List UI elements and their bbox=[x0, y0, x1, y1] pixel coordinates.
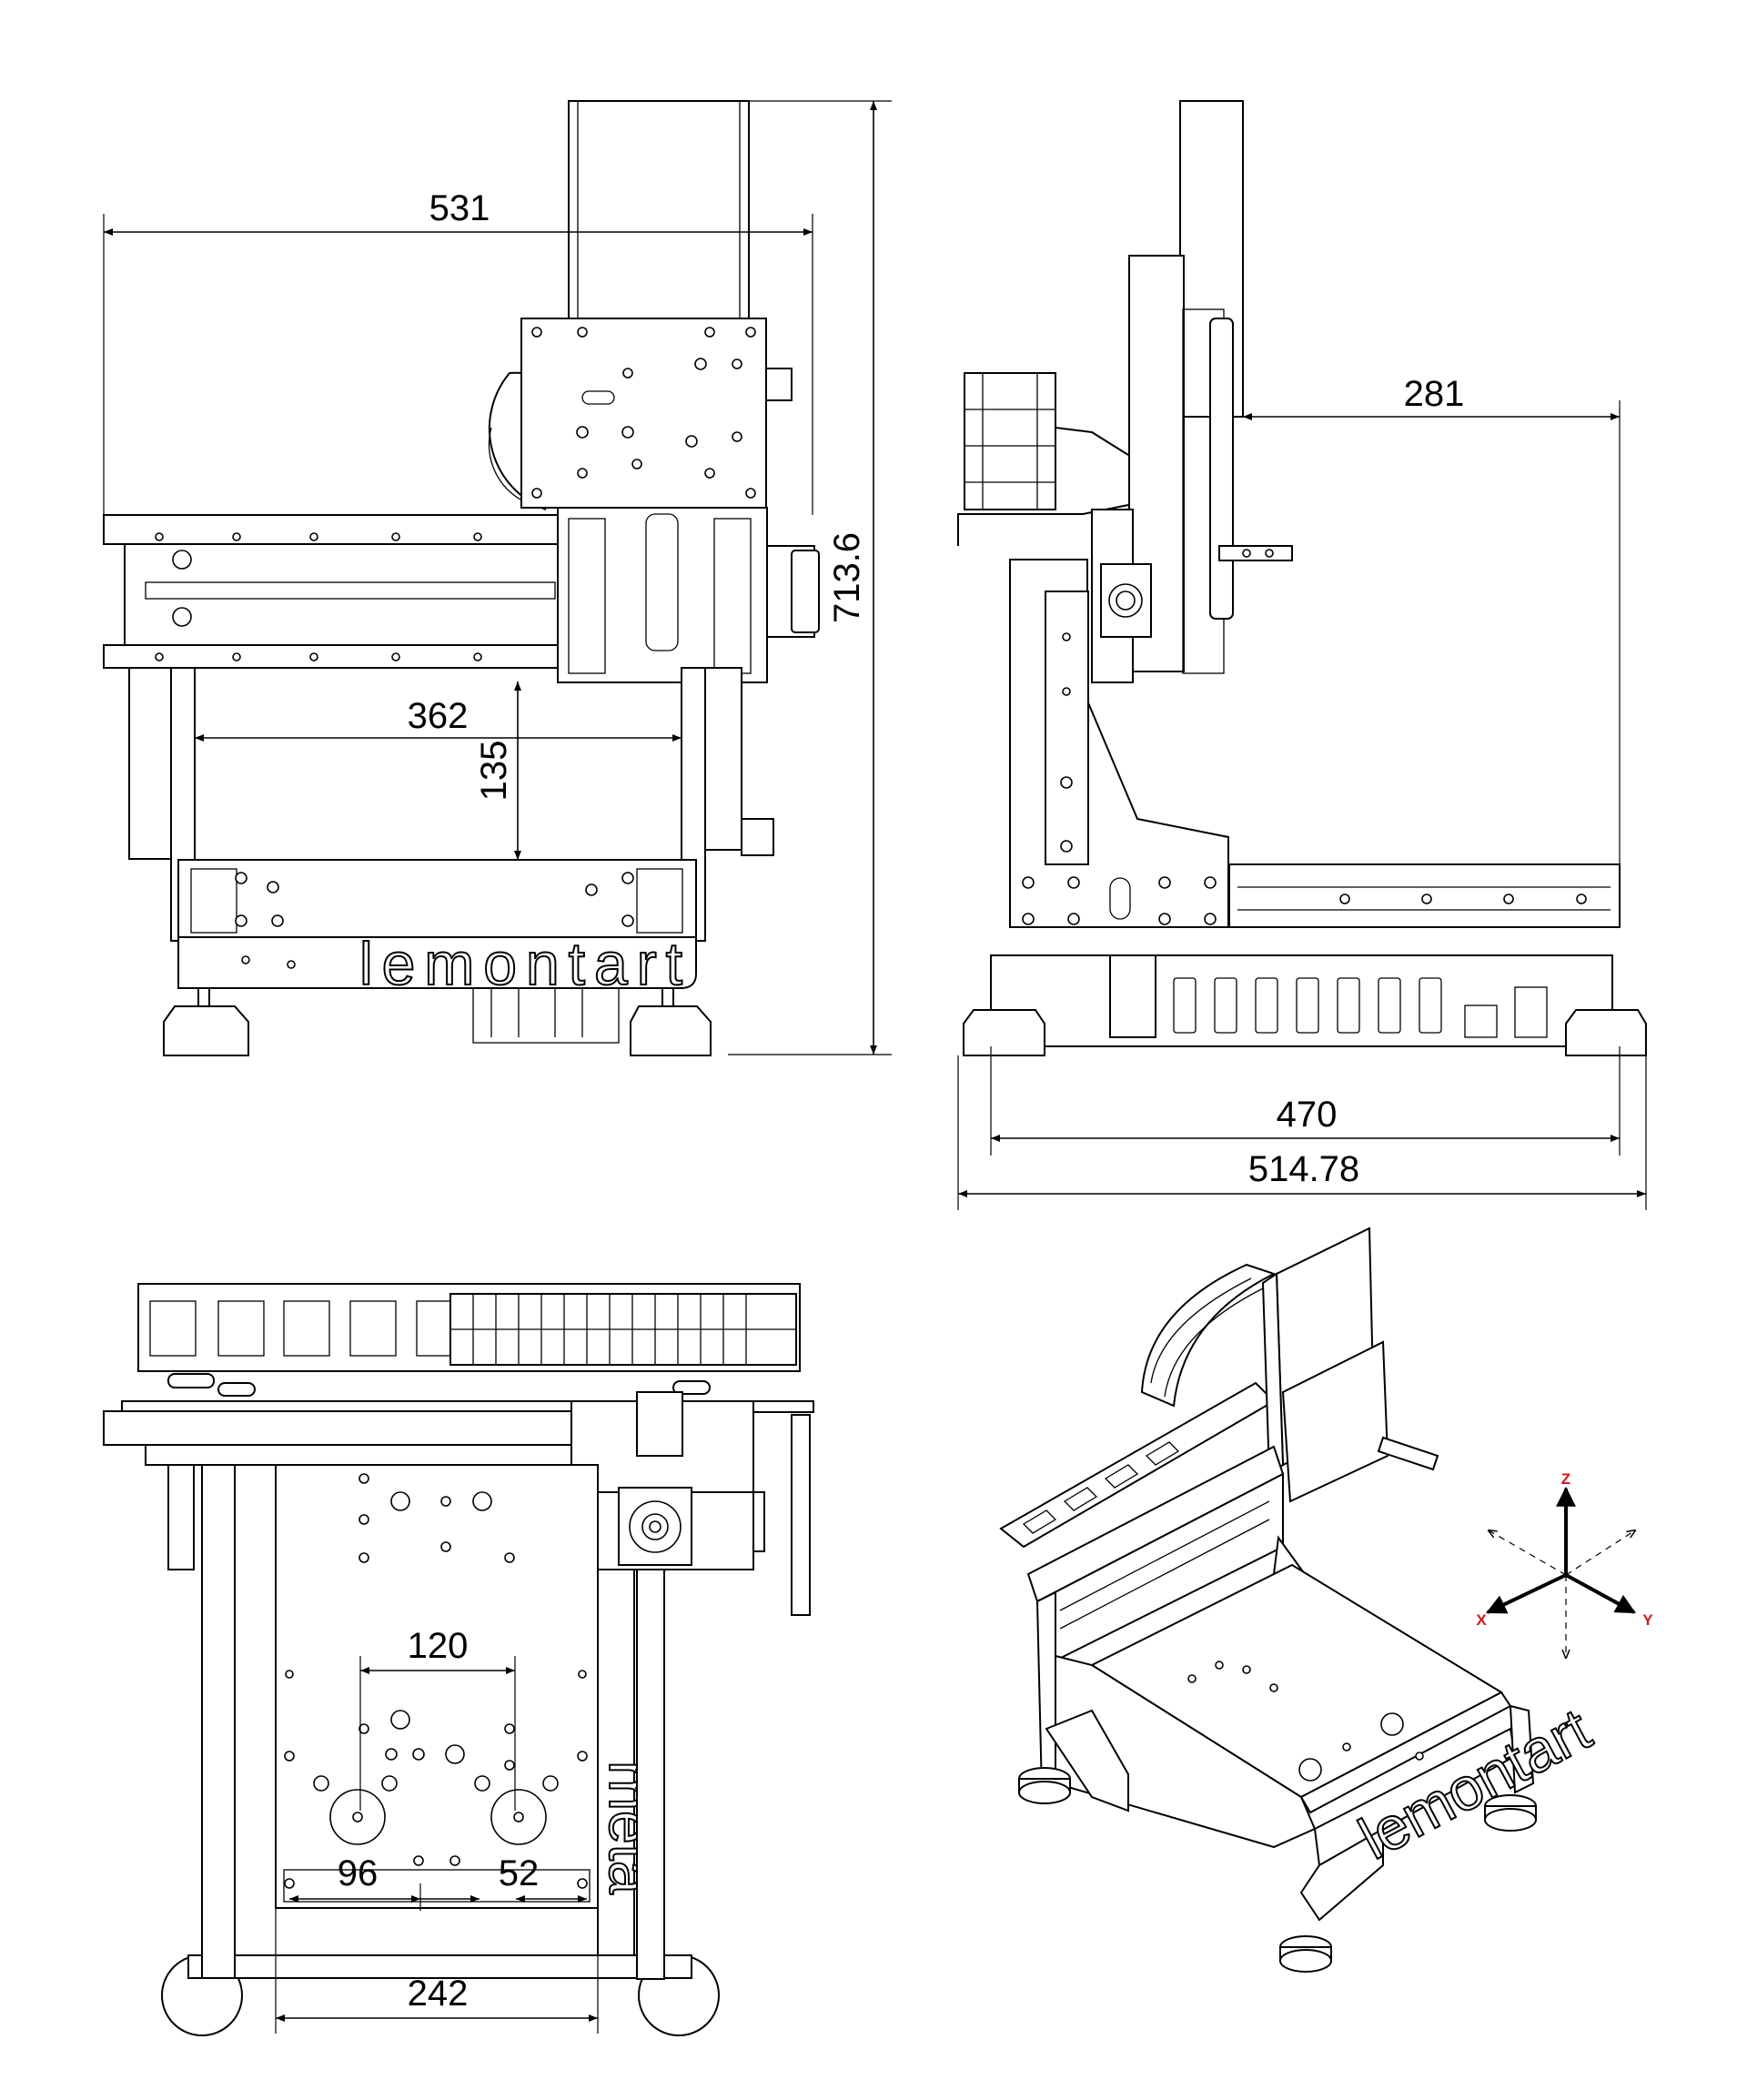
cable-bundle bbox=[472, 987, 620, 1044]
motor-bracket bbox=[765, 368, 793, 401]
dimension-96: 96 bbox=[289, 1853, 421, 1911]
x-rail-top-view bbox=[103, 1410, 572, 1446]
dim-label-281: 281 bbox=[1404, 374, 1465, 414]
iso-left-end bbox=[1045, 1709, 1129, 1812]
side-view: 281 470 514.78 bbox=[957, 100, 1647, 1210]
x-motor-top bbox=[791, 1414, 811, 1616]
work-bed bbox=[275, 1464, 599, 1909]
neg-y-axis bbox=[1565, 1530, 1635, 1576]
iso-carriage-plate bbox=[1281, 1340, 1389, 1503]
x-gantry-body bbox=[124, 543, 559, 646]
dimension-281: 281 bbox=[1243, 374, 1621, 864]
side-plate-holes bbox=[1022, 632, 1217, 925]
carriage-plate bbox=[520, 318, 767, 509]
x-carriage bbox=[557, 507, 768, 683]
dimension-713-6: 713.6 bbox=[728, 100, 892, 1055]
cable-chain-side bbox=[964, 372, 1056, 510]
iso-front-end bbox=[1299, 1827, 1384, 1922]
frame-screws bbox=[235, 872, 634, 969]
iso-left-upright bbox=[1035, 1590, 1056, 1794]
dimension-135: 135 bbox=[474, 681, 521, 860]
front-feet bbox=[163, 987, 712, 1056]
y-axis-arrow bbox=[1565, 1573, 1636, 1614]
right-frame-beam bbox=[597, 1569, 635, 1962]
x-rail-top bbox=[103, 514, 559, 545]
y-axis-frame bbox=[177, 859, 697, 938]
x-axis-label: X bbox=[1476, 1611, 1487, 1629]
dimension-52: 52 bbox=[420, 1853, 587, 1903]
bed-holes bbox=[284, 1473, 588, 1889]
rail-screws bbox=[155, 532, 482, 661]
dim-label-96: 96 bbox=[338, 1853, 379, 1893]
iso-right-end bbox=[1509, 1704, 1535, 1794]
front-view: lemontart 531 713.6 362 bbox=[103, 100, 892, 1056]
dim-label-470: 470 bbox=[1277, 1095, 1338, 1135]
coordinate-axes: Z X Y bbox=[1476, 1470, 1653, 1658]
x-rail-bottom bbox=[103, 644, 559, 669]
vertical-rail bbox=[1045, 591, 1089, 865]
left-side-panel bbox=[128, 667, 172, 860]
z-column bbox=[568, 100, 750, 320]
x-axis-arrow bbox=[1486, 1573, 1567, 1614]
right-side-panel bbox=[704, 667, 742, 851]
dim-label-514-78: 514.78 bbox=[1248, 1149, 1359, 1189]
dim-label-52: 52 bbox=[499, 1853, 540, 1893]
iso-bed-holes bbox=[1187, 1661, 1424, 1782]
top-view: meta 120 96 52 242 bbox=[103, 1283, 814, 2036]
y-axis-label: Y bbox=[1642, 1611, 1653, 1629]
side-feet bbox=[963, 1009, 1647, 1056]
dim-label-120: 120 bbox=[408, 1626, 469, 1666]
base-slots bbox=[1173, 977, 1548, 1038]
dim-label-362: 362 bbox=[408, 696, 469, 736]
dimension-120: 120 bbox=[359, 1626, 516, 1811]
iso-cable-chain bbox=[1140, 1263, 1277, 1408]
side-base-frame bbox=[990, 954, 1613, 1047]
dim-label-242: 242 bbox=[408, 1974, 469, 2014]
dim-label-531: 531 bbox=[429, 188, 490, 228]
iso-feet bbox=[1018, 1767, 1537, 1973]
dimension-470: 470 bbox=[990, 1046, 1621, 1156]
dim-label-135: 135 bbox=[474, 741, 514, 802]
tray-windows bbox=[149, 1300, 454, 1357]
dimension-362: 362 bbox=[195, 696, 682, 742]
carriage-holes bbox=[531, 327, 756, 499]
dimension-242: 242 bbox=[275, 1908, 599, 2034]
chain-links bbox=[450, 1294, 796, 1365]
dimension-514-78: 514.78 bbox=[957, 1055, 1647, 1210]
dim-label-713-6: 713.6 bbox=[827, 532, 867, 623]
base-plate bbox=[177, 936, 697, 989]
z-bracket bbox=[1218, 545, 1293, 561]
neg-x-axis bbox=[1489, 1530, 1567, 1576]
z-axis-label: Z bbox=[1561, 1470, 1570, 1488]
iso-tray-windows bbox=[1022, 1441, 1180, 1534]
dimension-531: 531 bbox=[103, 188, 813, 515]
